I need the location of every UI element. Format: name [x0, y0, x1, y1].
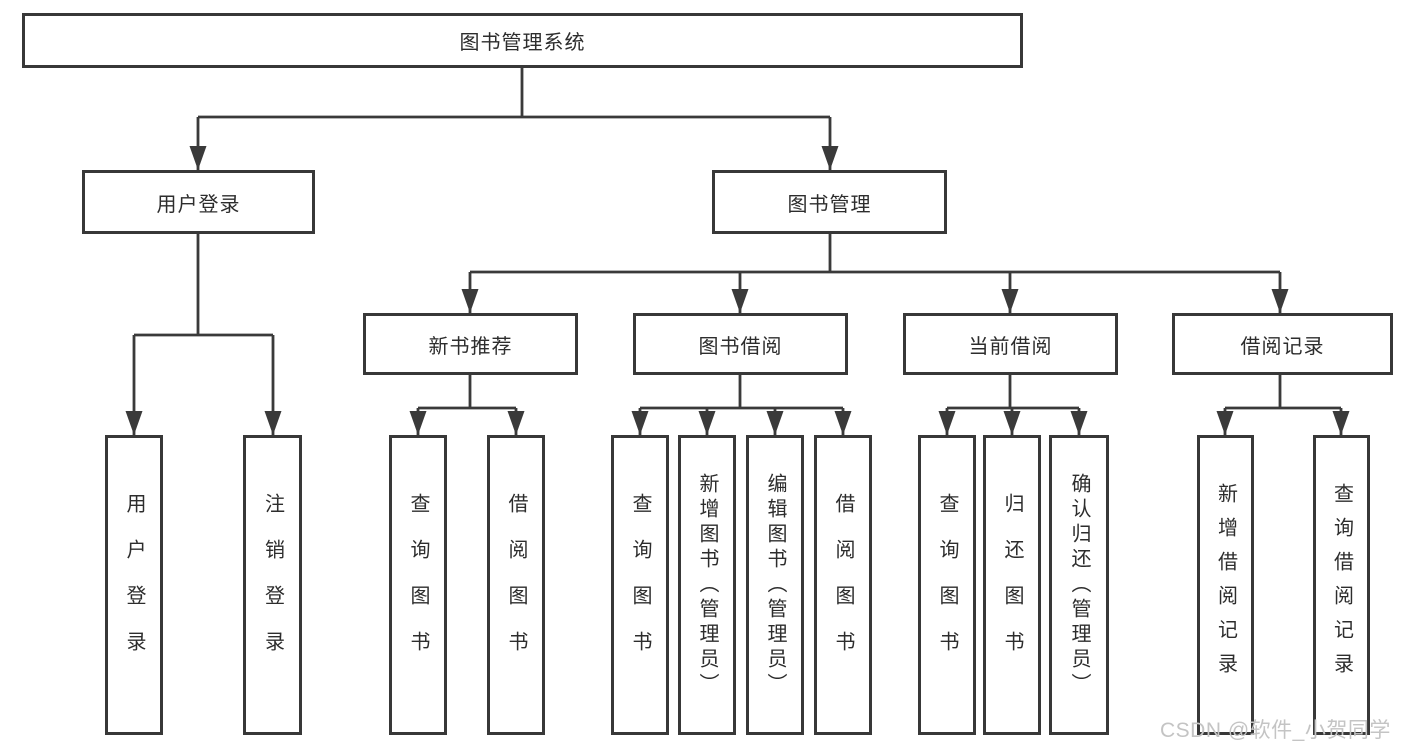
node-label: 用户登录: [156, 193, 241, 216]
node-label: 新书推荐: [428, 335, 513, 358]
node-leaf-confirm-return-admin: 确认归还（管理员）: [1049, 435, 1109, 735]
node-library-management-system: 图书管理系统: [22, 13, 1023, 68]
node-leaf-add-borrow-record: 新增借阅记录: [1197, 435, 1254, 735]
node-leaf-borrow-books-2: 借阅图书: [814, 435, 872, 735]
node-label: 注销登录: [261, 493, 284, 677]
node-leaf-query-books-3: 查询图书: [918, 435, 976, 735]
node-leaf-query-borrow-record: 查询借阅记录: [1313, 435, 1370, 735]
node-label: 用户登录: [123, 493, 145, 677]
node-label: 新增图书（管理员）: [696, 472, 718, 698]
node-leaf-logout: 注销登录: [243, 435, 302, 735]
node-label: 查询借阅记录: [1330, 483, 1353, 687]
node-label: 查询图书: [407, 493, 429, 677]
node-label: 确认归还（管理员）: [1068, 472, 1090, 698]
node-label: 借阅图书: [505, 493, 527, 677]
node-book-management: 图书管理: [712, 170, 947, 234]
watermark: CSDN @软件_小贺同学: [1160, 719, 1391, 742]
node-borrowing-records: 借阅记录: [1172, 313, 1393, 375]
node-leaf-user-login: 用户登录: [105, 435, 163, 735]
node-leaf-query-books-2: 查询图书: [611, 435, 669, 735]
node-label: 图书管理: [787, 193, 872, 216]
node-leaf-edit-books-admin: 编辑图书（管理员）: [746, 435, 804, 735]
node-leaf-add-books-admin: 新增图书（管理员）: [678, 435, 736, 735]
node-label: 查询图书: [936, 493, 958, 677]
node-label: 查询图书: [629, 493, 651, 677]
node-current-borrowing: 当前借阅: [903, 313, 1118, 375]
node-leaf-return-books: 归还图书: [983, 435, 1041, 735]
node-label: 新增借阅记录: [1214, 483, 1237, 687]
node-leaf-borrow-books-1: 借阅图书: [487, 435, 545, 735]
node-label: 归还图书: [1001, 493, 1023, 677]
node-label: 借阅记录: [1240, 335, 1325, 358]
node-label: 编辑图书（管理员）: [764, 472, 786, 698]
node-leaf-query-books-1: 查询图书: [389, 435, 447, 735]
node-book-borrowing: 图书借阅: [633, 313, 848, 375]
node-label: 图书借阅: [698, 335, 783, 358]
node-label: 借阅图书: [832, 493, 854, 677]
node-user-login-branch: 用户登录: [82, 170, 315, 234]
node-label: 图书管理系统: [459, 32, 586, 54]
node-label: 当前借阅: [968, 335, 1053, 358]
node-new-book-recommendation: 新书推荐: [363, 313, 578, 375]
